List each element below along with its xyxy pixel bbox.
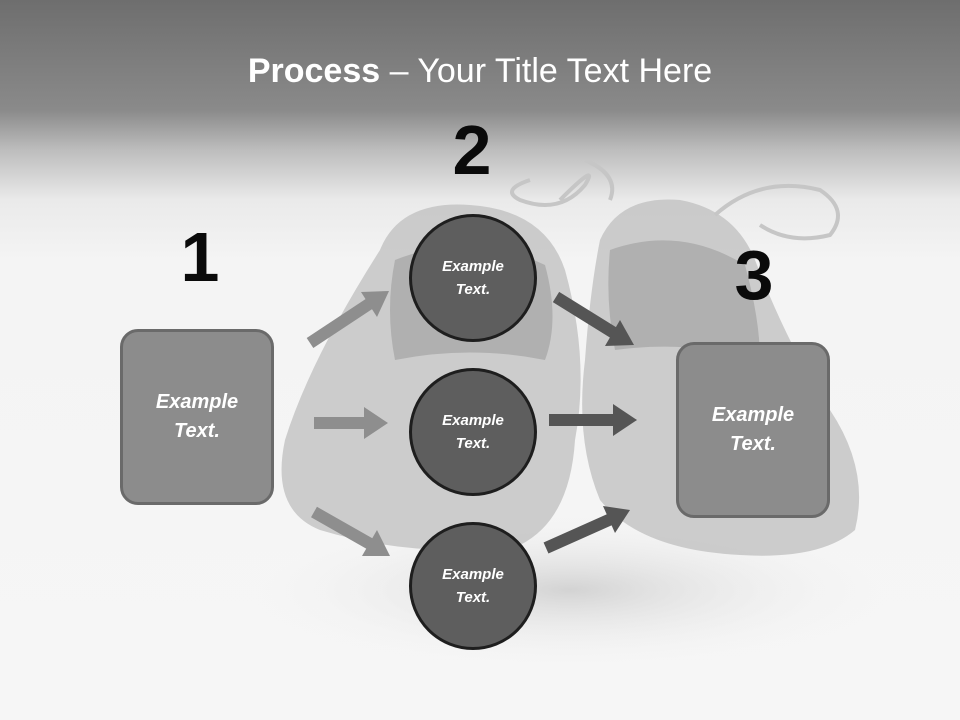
output-box-line1: Example — [711, 404, 795, 426]
circle-top-line2: Text. — [455, 281, 491, 298]
arrow-middle-to-right — [549, 404, 637, 436]
output-box: Example Text. — [676, 342, 830, 518]
arrow-left-to-bottom — [311, 506, 390, 556]
step-number-1: 1 — [180, 218, 220, 296]
input-box-line1: Example — [155, 391, 239, 413]
process-circle-middle: Example Text. — [409, 368, 537, 496]
arrow-top-to-right — [552, 291, 634, 346]
circle-top-line1: Example — [442, 257, 504, 275]
output-box-line2: Text. — [730, 433, 776, 455]
title-bold: Process — [247, 52, 381, 90]
step-number-3: 3 — [734, 236, 774, 314]
arrow-left-to-middle — [314, 407, 388, 439]
circle-bottom-line1: Example — [442, 565, 504, 583]
arrow-left-to-top — [306, 291, 389, 349]
input-box-line2: Text. — [174, 420, 220, 442]
circle-middle-line1: Example — [442, 411, 504, 429]
arrow-bottom-to-right — [543, 506, 630, 554]
input-box: Example Text. — [120, 329, 274, 505]
process-circle-top: Example Text. — [409, 214, 537, 342]
title-rest: – Your Title Text Here — [380, 52, 713, 90]
process-circle-bottom: Example Text. — [409, 522, 537, 650]
step-number-2: 2 — [452, 111, 492, 189]
circle-middle-line2: Text. — [455, 435, 491, 452]
circle-bottom-line2: Text. — [455, 589, 491, 606]
slide-title: Process – Your Title Text Here — [0, 52, 960, 91]
